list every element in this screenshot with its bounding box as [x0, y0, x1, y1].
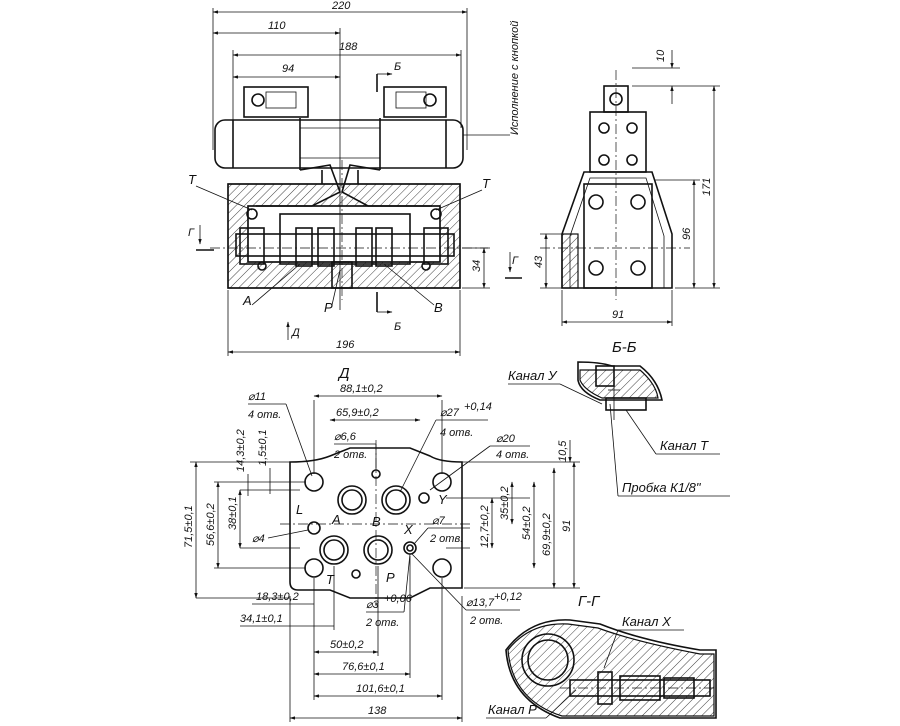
hole-mount-3 [304, 558, 324, 578]
dim-d11: ⌀11 [248, 391, 266, 403]
port-d-p: P [386, 570, 395, 585]
side-view: 10 171 96 43 91 [533, 49, 720, 326]
port-t-left: T [188, 172, 197, 187]
dim-43: 43 [533, 255, 545, 268]
port-t-right: T [482, 176, 491, 191]
dim-d27-n: 4 отв. [440, 427, 473, 439]
section-g-right: Г [512, 255, 519, 267]
dim-d11-n: 4 отв. [248, 409, 281, 421]
port-hole-b [381, 485, 411, 515]
port-p: P [324, 300, 333, 315]
dim-69-9: 69,9±0,2 [541, 513, 553, 556]
dim-71-5: 71,5±0,1 [183, 505, 195, 548]
dim-91-d: 91 [561, 520, 573, 532]
dim-d7: ⌀7 [432, 515, 446, 527]
dim-56-6: 56,6±0,2 [205, 503, 217, 546]
port-l: L [296, 502, 303, 517]
dim-d27-tol: +0,14 [464, 401, 492, 413]
hole-mount-4 [432, 558, 452, 578]
port-b: B [434, 300, 443, 315]
dim-94: 94 [282, 63, 294, 75]
dim-d6-6-n: 2 отв. [333, 449, 367, 461]
dim-65-9: 65,9±0,2 [336, 407, 379, 419]
port-d-a: A [331, 512, 341, 527]
section-b-bottom: Б [394, 321, 401, 333]
hole-mount-1 [304, 472, 324, 492]
dim-188: 188 [339, 41, 358, 53]
dim-d3: ⌀3 [366, 599, 380, 611]
dim-54: 54±0,2 [521, 506, 533, 540]
channel-x-label: Канал X [622, 614, 672, 629]
section-g-left: Г [188, 227, 195, 239]
dim-d3-n: 2 отв. [365, 617, 399, 629]
dim-34: 34 [471, 260, 483, 272]
dim-12-7: 12,7±0,2 [479, 505, 491, 548]
dim-d13-7-tol: +0,12 [494, 591, 522, 603]
dim-96: 96 [681, 227, 693, 240]
view-d: Д 88,1±0,2 65,9±0,2 ⌀6,6 2 отв. [183, 365, 580, 722]
port-a: A [242, 293, 252, 308]
port-x: X [403, 522, 414, 537]
channel-p-label: Канал Р [488, 702, 537, 717]
channel-y-label: Канал У [508, 368, 558, 383]
dim-d20-n: 4 отв. [496, 449, 529, 461]
dim-d4: ⌀4 [252, 533, 265, 545]
port-hole-p [363, 535, 393, 565]
pilot-hole-y [418, 492, 430, 504]
dim-d13-7: ⌀13,7 [466, 597, 495, 609]
dim-38: 38±0,1 [227, 496, 239, 530]
port-hole-a [337, 485, 367, 515]
port-y: Y [438, 492, 448, 507]
dim-196: 196 [336, 339, 355, 351]
dim-10-5: 10,5 [557, 440, 569, 462]
dim-88-1: 88,1±0,2 [340, 383, 383, 395]
dim-14-3: 14,3±0,2 [235, 429, 247, 472]
dim-d3-tol: +0,06 [384, 593, 413, 605]
pilot-hole-l [307, 521, 321, 535]
dim-d13-7-n: 2 отв. [469, 615, 503, 627]
front-view: 220 110 188 94 Исполнение с кнопкой [188, 0, 522, 356]
dim-1-5: 1,5±0,1 [257, 429, 269, 466]
dim-d6-6: ⌀6,6 [334, 431, 357, 443]
port-d-t: T [326, 572, 335, 587]
dim-76-6: 76,6±0,1 [342, 661, 385, 673]
section-gg-title: Г-Г [578, 593, 601, 610]
hole-mount-2 [432, 472, 452, 492]
dim-220: 220 [331, 0, 351, 12]
dim-101-6: 101,6±0,1 [356, 683, 405, 695]
port-hole-t [319, 535, 349, 565]
view-d-title: Д [337, 365, 350, 382]
dim-d20: ⌀20 [496, 433, 516, 445]
view-d-marker: Д [290, 327, 300, 339]
dim-91-side: 91 [612, 309, 624, 321]
dim-35: 35±0,2 [499, 486, 511, 520]
dim-138: 138 [368, 705, 387, 717]
dim-110: 110 [268, 20, 286, 32]
dim-10: 10 [655, 49, 667, 62]
dim-18-3: 18,3±0,2 [256, 591, 299, 603]
dim-34-1: 34,1±0,1 [240, 613, 283, 625]
section-b-top: Б [394, 61, 401, 73]
dim-d27: ⌀27 [440, 407, 460, 419]
plug-label: Пробка К1/8" [622, 480, 702, 495]
dim-171: 171 [701, 178, 713, 196]
channel-t-label: Канал Т [660, 438, 709, 453]
section-bb-title: Б-Б [612, 339, 637, 356]
dim-50: 50±0,2 [330, 639, 364, 651]
button-note: Исполнение с кнопкой [509, 21, 521, 135]
section-bb: Б-Б Канал У Канал Т Пробка К1/8" [508, 339, 730, 497]
section-gg: Г-Г Канал X Канал Р [486, 593, 717, 719]
dim-d7-n: 2 отв. [429, 533, 463, 545]
port-d-b: B [372, 514, 381, 529]
